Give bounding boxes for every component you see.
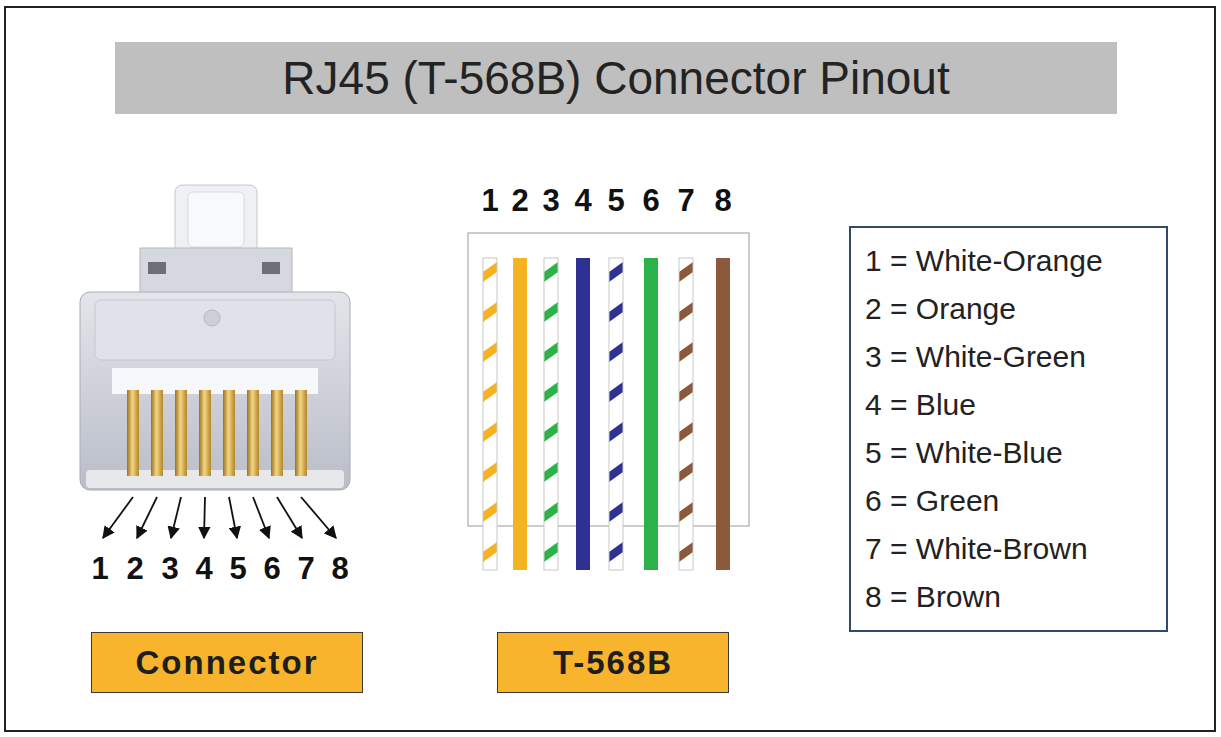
pin-number: 2: [511, 185, 528, 216]
pin-number: 6: [642, 185, 659, 216]
title-band: RJ45 (T-568B) Connector Pinout: [115, 42, 1117, 114]
pin-number: 4: [574, 185, 591, 216]
wire-diagram: [468, 233, 749, 570]
box-label: T-568B: [553, 644, 673, 682]
pin-number: 1: [481, 185, 498, 216]
rj45-plug: [80, 185, 350, 490]
pin-entry: 7 = White-Brown: [865, 525, 1152, 573]
pin-number: 7: [297, 553, 314, 584]
pin-number: 3: [542, 185, 559, 216]
pin-entry: 2 = Orange: [865, 285, 1152, 333]
pin-number: 5: [607, 185, 624, 216]
pin-entry: 1 = White-Orange: [865, 237, 1152, 285]
pin-entry: 3 = White-Green: [865, 333, 1152, 381]
pin-number: 2: [126, 553, 143, 584]
pin-number: 3: [161, 553, 178, 584]
pin-entry: 5 = White-Blue: [865, 429, 1152, 477]
label-box: Connector: [91, 632, 363, 693]
label-box: T-568B: [497, 632, 729, 693]
leader-arrows: [103, 497, 336, 538]
title-text: RJ45 (T-568B) Connector Pinout: [282, 51, 949, 105]
pin-number: 4: [195, 553, 212, 584]
pin-entry: 8 = Brown: [865, 573, 1152, 621]
pin-entry: 4 = Blue: [865, 381, 1152, 429]
pin-number: 8: [714, 185, 731, 216]
box-label: Connector: [136, 644, 319, 682]
pin-number: 7: [677, 185, 694, 216]
pin-number: 8: [331, 553, 348, 584]
pin-number: 6: [263, 553, 280, 584]
pin-number: 1: [91, 553, 108, 584]
page-frame: [5, 7, 1215, 731]
pin-list-box: 1 = White-Orange2 = Orange3 = White-Gree…: [849, 226, 1168, 632]
pin-entry: 6 = Green: [865, 477, 1152, 525]
pin-number: 5: [229, 553, 246, 584]
